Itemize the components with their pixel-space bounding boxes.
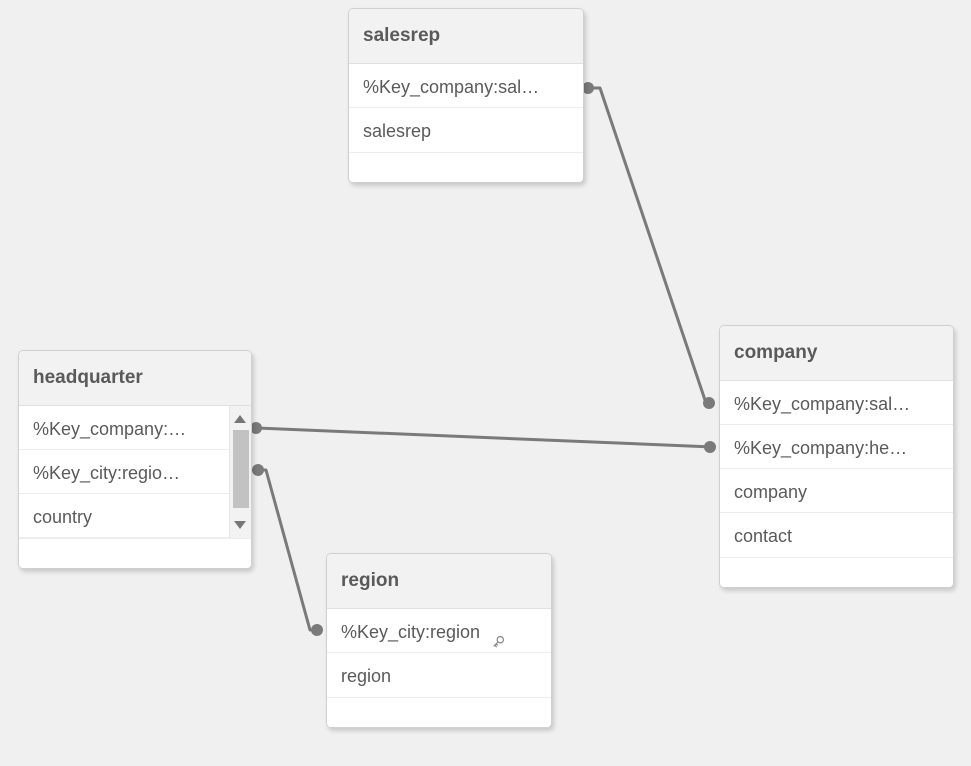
link-endpoint-dot[interactable] xyxy=(703,397,715,409)
link-endpoint-dot[interactable] xyxy=(311,624,323,636)
field-row[interactable]: %Key_city:regio… xyxy=(19,450,251,494)
table-node-salesrep[interactable]: salesrep %Key_company:sal… salesrep xyxy=(348,8,584,183)
table-footer-spacer xyxy=(720,557,953,587)
field-label: %Key_city:regio… xyxy=(33,463,181,484)
table-node-headquarter[interactable]: headquarter %Key_company:… %Key_city:regio… xyxy=(18,350,252,569)
table-title-headquarter: headquarter xyxy=(19,351,251,406)
table-footer-spacer xyxy=(349,152,583,182)
association-link-headquarter-company[interactable] xyxy=(255,426,715,449)
field-row[interactable]: contact xyxy=(720,513,953,557)
field-row[interactable]: %Key_company:sal… xyxy=(720,381,953,425)
field-list-headquarter: %Key_company:… %Key_city:regio…country xyxy=(19,406,251,538)
field-label: %Key_city:region xyxy=(341,622,481,643)
scroll-down-arrow-icon[interactable] xyxy=(230,514,251,536)
table-footer-spacer xyxy=(19,538,251,568)
table-title-region: region xyxy=(327,554,551,609)
field-row[interactable]: %Key_company:he… xyxy=(720,425,953,469)
field-label: contact xyxy=(734,526,793,547)
field-list-salesrep: %Key_company:sal… salesrep xyxy=(349,64,583,152)
table-title-company: company xyxy=(720,326,953,381)
field-row[interactable]: salesrep xyxy=(349,108,583,152)
field-label: salesrep xyxy=(363,121,432,142)
table-node-company[interactable]: company %Key_company:sal… %Key_company:he…… xyxy=(719,325,954,588)
field-label: %Key_company:… xyxy=(33,419,187,440)
link-endpoint-dot[interactable] xyxy=(704,441,716,453)
field-label: company xyxy=(734,482,808,503)
table-title-salesrep: salesrep xyxy=(349,9,583,64)
field-row[interactable]: country xyxy=(19,494,251,538)
link-endpoint-dot[interactable] xyxy=(252,464,264,476)
field-label: %Key_company:he… xyxy=(734,438,908,459)
association-link-headquarter-region[interactable] xyxy=(256,468,320,632)
scrollbar-thumb[interactable] xyxy=(233,430,249,508)
table-footer-spacer xyxy=(327,697,551,727)
field-label: country xyxy=(33,507,93,528)
field-row[interactable]: %Key_city:region xyxy=(327,609,551,653)
field-row[interactable]: region xyxy=(327,653,551,697)
association-link-salesrep-company[interactable] xyxy=(586,86,715,405)
field-label: %Key_company:sal… xyxy=(734,394,911,415)
field-row[interactable]: company xyxy=(720,469,953,513)
key-icon xyxy=(489,623,507,648)
field-row[interactable]: %Key_company:… xyxy=(19,406,251,450)
field-list-scrollbar[interactable] xyxy=(229,406,251,538)
field-label: %Key_company:sal… xyxy=(363,77,540,98)
field-list-company: %Key_company:sal… %Key_company:he…company… xyxy=(720,381,953,557)
scroll-up-arrow-icon[interactable] xyxy=(230,408,251,430)
field-row[interactable]: %Key_company:sal… xyxy=(349,64,583,108)
field-label: region xyxy=(341,666,392,687)
